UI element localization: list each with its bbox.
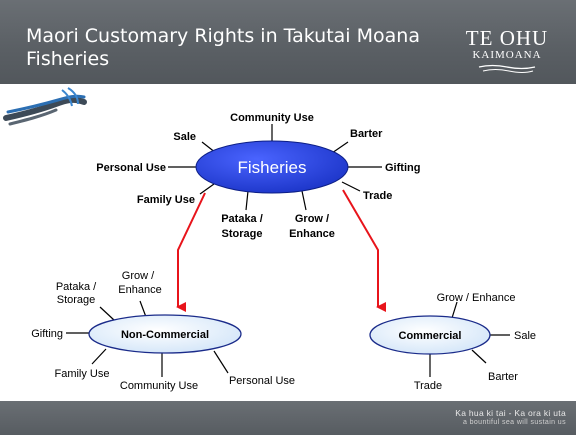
commercial-node <box>369 315 491 355</box>
hub-personal-use-label: Personal Use <box>96 162 166 174</box>
hub-sale-label: Sale <box>173 131 196 143</box>
logo-main-text: TE OHU <box>465 26 549 50</box>
red-arrows <box>176 189 386 312</box>
fisheries-label: Fisheries <box>238 158 307 177</box>
nc-enhance-label: Enhance <box>118 284 161 296</box>
hub-trade-label: Trade <box>363 190 392 202</box>
te-ohu-kaimoana-logo: TE OHU KAIMOANA <box>452 27 562 74</box>
footer-bar: Ka hua ki tai - Ka ora ki uta a bountifu… <box>0 401 576 435</box>
hub-barter-label: Barter <box>350 128 383 140</box>
commercial-label: Commercial <box>399 330 462 342</box>
title-bar: Maori Customary Rights in Takutai Moana … <box>0 0 576 84</box>
motto-line-2: a bountiful sea will sustain us <box>462 419 566 426</box>
nc-grow-label: Grow / <box>122 270 155 282</box>
hub-gifting-label: Gifting <box>385 162 420 174</box>
hub-enhance-label: Enhance <box>289 228 335 240</box>
c-barter-label: Barter <box>488 371 518 383</box>
hub-grow-label: Grow / <box>295 213 329 225</box>
c-trade-label: Trade <box>414 380 442 392</box>
nc-personal-use-label: Personal Use <box>229 375 295 387</box>
nc-pataka-label: Pataka / <box>56 281 97 293</box>
commercial-spokes <box>429 301 510 377</box>
motto: Ka hua ki tai - Ka ora ki uta a bountifu… <box>455 408 566 428</box>
wave-icon <box>478 64 536 73</box>
nc-community-use-label: Community Use <box>120 380 198 392</box>
hub-family-use-label: Family Use <box>137 194 195 206</box>
non-commercial-spokes <box>66 300 229 377</box>
rope-icon <box>3 87 87 126</box>
hub-pataka-label: Pataka / <box>221 213 263 225</box>
hub-spokes <box>168 124 382 211</box>
fisheries-diagram: Fisheries Community Use Sale Barter Pers… <box>3 87 536 392</box>
slide-title: Maori Customary Rights in Takutai Moana … <box>26 25 420 70</box>
logo-sub-text: KAIMOANA <box>472 49 542 61</box>
hub-community-use-label: Community Use <box>230 112 314 124</box>
fisheries-hub <box>195 140 349 194</box>
c-grow-enhance-label: Grow / Enhance <box>437 292 516 304</box>
hub-storage-label: Storage <box>222 228 263 240</box>
motto-line-1: Ka hua ki tai - Ka ora ki uta <box>455 408 566 418</box>
c-sale-label: Sale <box>514 330 536 342</box>
nc-gifting-label: Gifting <box>31 328 63 340</box>
nc-storage-label: Storage <box>57 294 96 306</box>
non-commercial-label: Non-Commercial <box>121 329 209 341</box>
nc-family-use-label: Family Use <box>54 368 109 380</box>
non-commercial-node <box>88 314 242 354</box>
